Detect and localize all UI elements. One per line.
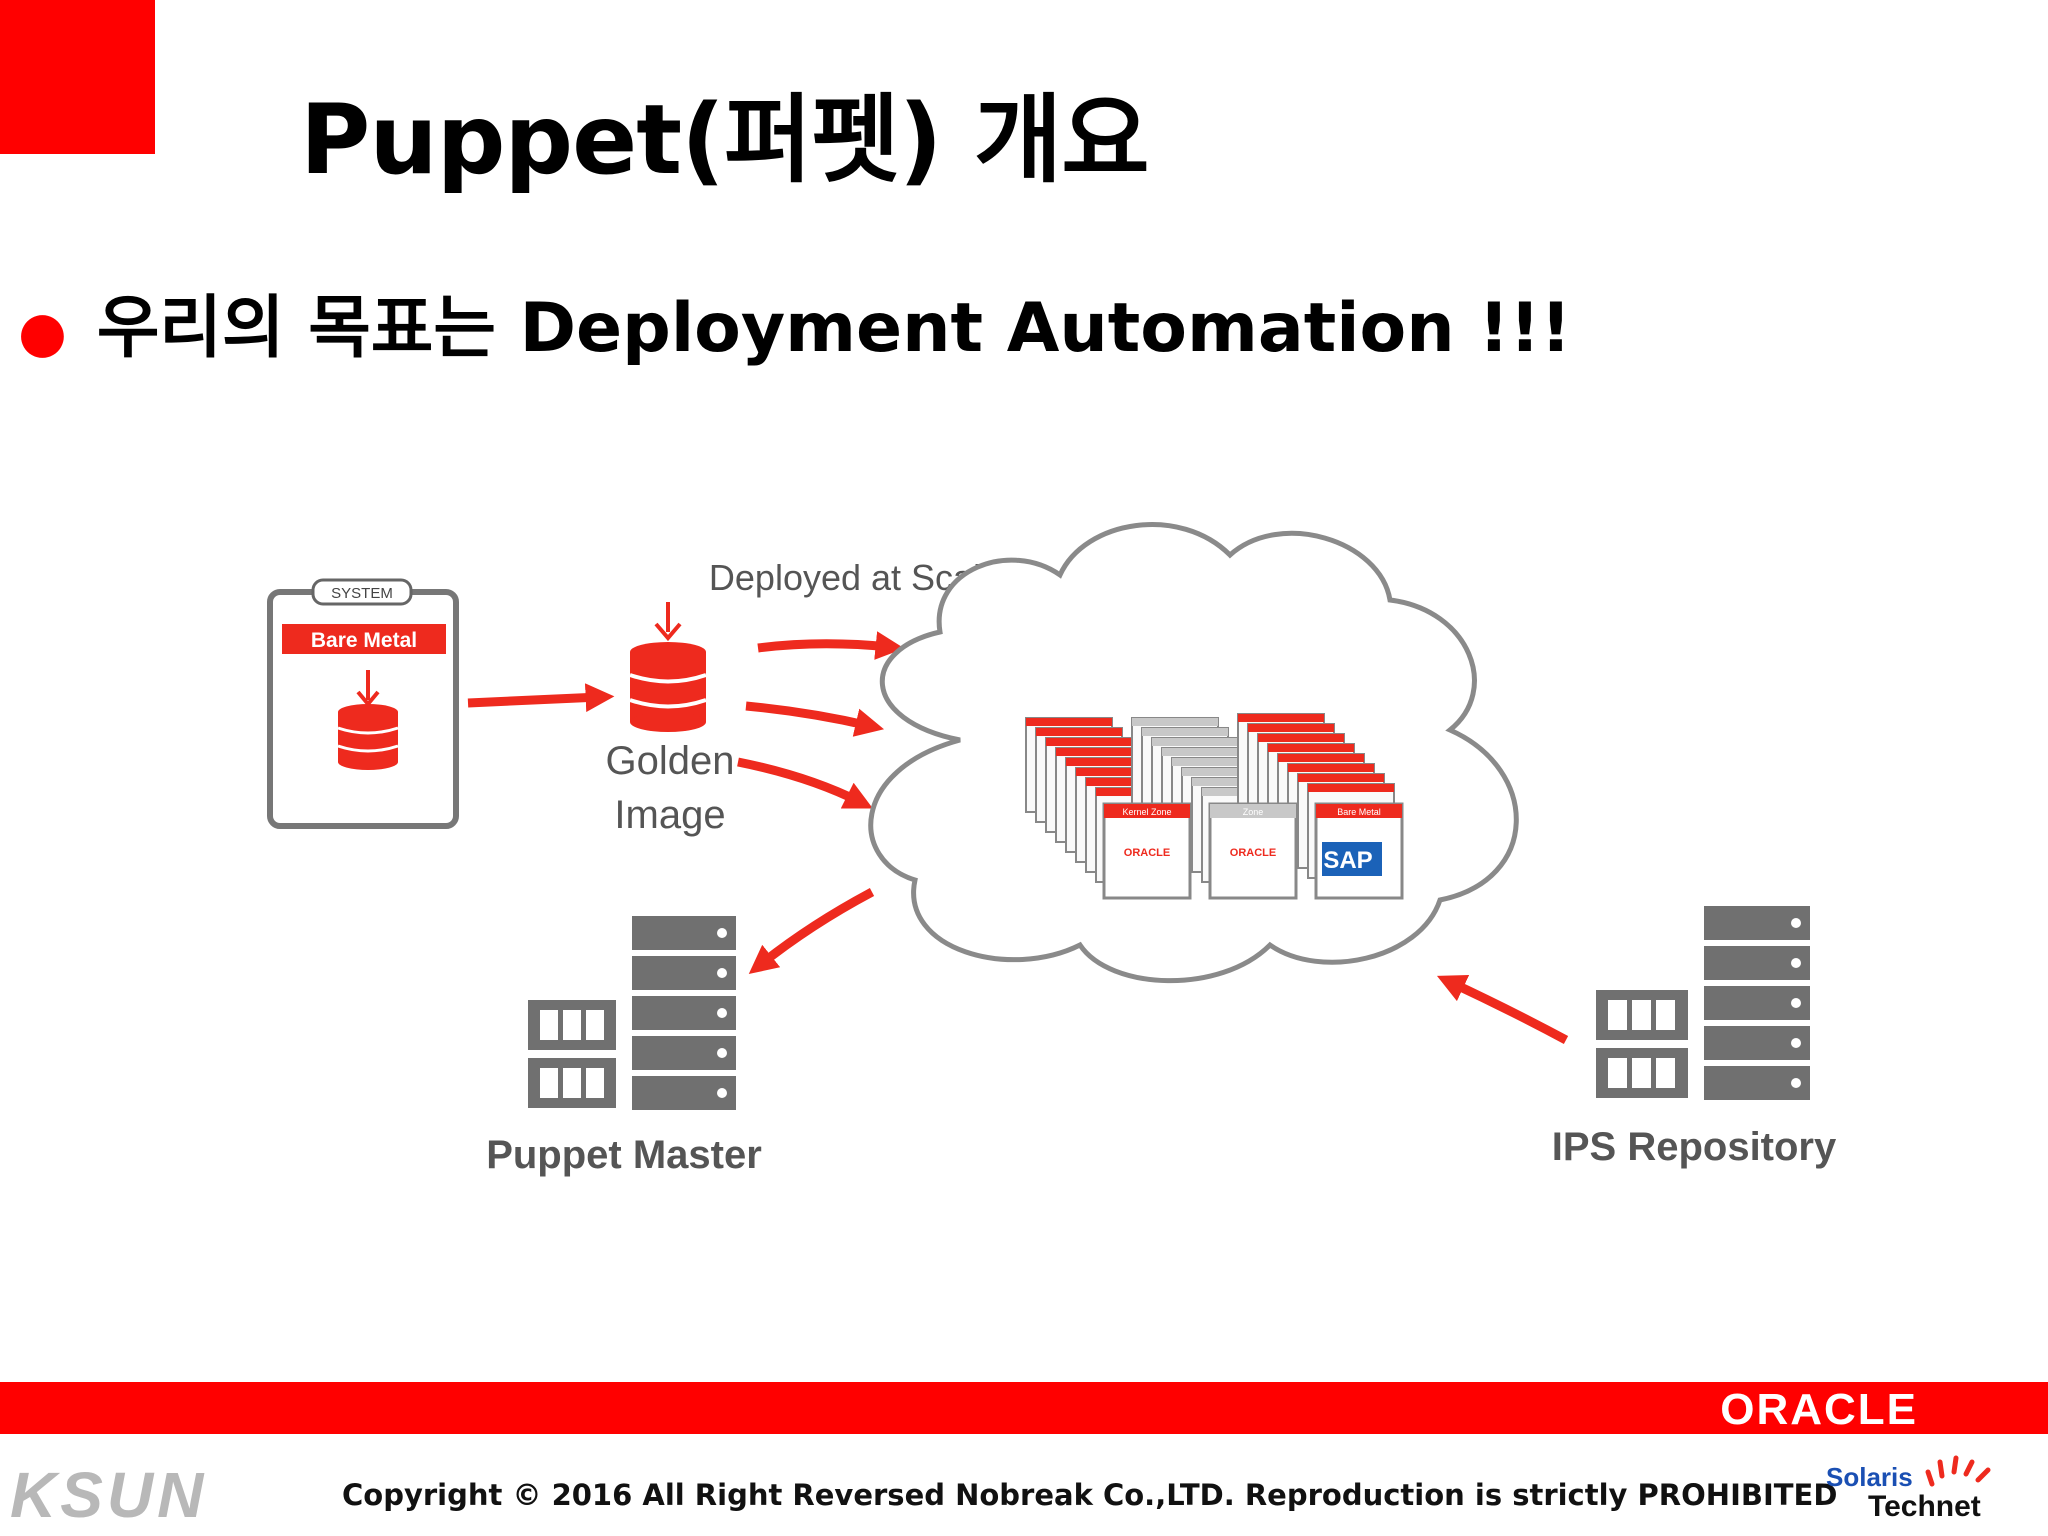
stacked-zone-card-header xyxy=(1268,744,1354,752)
bare-metal-card: Bare Metal SAP xyxy=(1314,802,1404,900)
stacked-zone-card-header xyxy=(1036,728,1122,736)
technet-text: Technet xyxy=(1868,1490,1981,1523)
bullet-text: 우리의 목표는 Deployment Automation !!! xyxy=(96,289,1572,368)
ips-repository-server-icon xyxy=(1596,906,1810,1100)
stacked-zone-card-header xyxy=(1142,728,1228,736)
golden-image-label-line2: Image xyxy=(614,793,725,837)
stacked-zone-card-header xyxy=(1182,768,1268,776)
oracle-small-logo: ORACLE xyxy=(1124,847,1170,859)
golden-image-label-line1: Golden xyxy=(606,739,735,783)
deploy-arrow-1 xyxy=(757,631,905,660)
stacked-zone-card-header xyxy=(1172,758,1258,766)
corner-accent-square xyxy=(0,0,155,154)
svg-text:Kernel Zone: Kernel Zone xyxy=(1122,807,1171,817)
stacked-zone-card-header xyxy=(1056,748,1142,756)
footer-bar xyxy=(0,1382,2048,1434)
stacked-zone-card-header xyxy=(1298,774,1384,782)
deploy-arrow-2 xyxy=(745,701,885,737)
solaris-text: Solaris xyxy=(1826,1462,1913,1492)
bare-metal-label: Bare Metal xyxy=(311,629,417,652)
stacked-zone-card-header xyxy=(1308,784,1394,792)
copyright-text: Copyright © 2016 All Right Reversed Nobr… xyxy=(342,1478,1838,1512)
stacked-zone-card-header xyxy=(1162,748,1248,756)
solaris-technet-logo: Solaris Technet xyxy=(1822,1454,1998,1523)
zone-card: Zone ORACLE xyxy=(1208,802,1298,900)
bullet-item: ● 우리의 목표는 Deployment Automation !!! xyxy=(18,272,1571,371)
arrow-to-puppet-master xyxy=(748,888,875,974)
stacked-zone-card-header xyxy=(1258,734,1344,742)
arrow-to-golden-image xyxy=(467,683,615,713)
stacked-zone-card-header xyxy=(1278,754,1364,762)
stacked-zone-card-header xyxy=(1152,738,1238,746)
stacked-zone-card-header xyxy=(1192,778,1278,786)
bare-metal-system-card: SYSTEM Bare Metal xyxy=(267,578,459,829)
oracle-small-logo-2: ORACLE xyxy=(1230,847,1276,859)
golden-image-database-icon xyxy=(629,602,707,732)
stacked-zone-card-header xyxy=(1076,768,1162,776)
stacked-zone-card-header xyxy=(1026,718,1112,726)
stacked-zone-card-header xyxy=(1248,724,1334,732)
svg-text:Bare Metal: Bare Metal xyxy=(1337,807,1381,817)
deployment-diagram: SYSTEM Bare Metal Golden Image Deployed … xyxy=(267,522,1837,1177)
stacked-zone-card-header xyxy=(1066,758,1152,766)
page-title: Puppet(퍼펫) 개요 xyxy=(300,84,1150,196)
ips-repository-label: IPS Repository xyxy=(1552,1125,1837,1169)
stacked-zone-card-header xyxy=(1132,718,1218,726)
stacked-zone-card-header xyxy=(1046,738,1132,746)
system-tag: SYSTEM xyxy=(331,585,393,602)
sap-logo: SAP xyxy=(1323,847,1372,874)
arrow-from-ips-repository xyxy=(1436,975,1569,1044)
bullet-dot-icon: ● xyxy=(18,299,67,365)
database-icon xyxy=(337,670,399,770)
deploy-arrow-3 xyxy=(737,757,873,809)
stacked-zone-card-header xyxy=(1086,778,1172,786)
puppet-master-label: Puppet Master xyxy=(486,1133,762,1177)
oracle-logo: ORACLE xyxy=(1720,1385,1918,1434)
kernel-zone-card: Kernel Zone ORACLE xyxy=(1102,802,1192,900)
stacked-zone-card-header xyxy=(1288,764,1374,772)
stacked-zone-card-header xyxy=(1238,714,1324,722)
puppet-master-server-icon xyxy=(528,916,736,1110)
sunburst-icon xyxy=(1925,1455,1991,1487)
svg-text:Zone: Zone xyxy=(1243,807,1264,817)
ksun-logo: KSUN xyxy=(10,1459,208,1531)
